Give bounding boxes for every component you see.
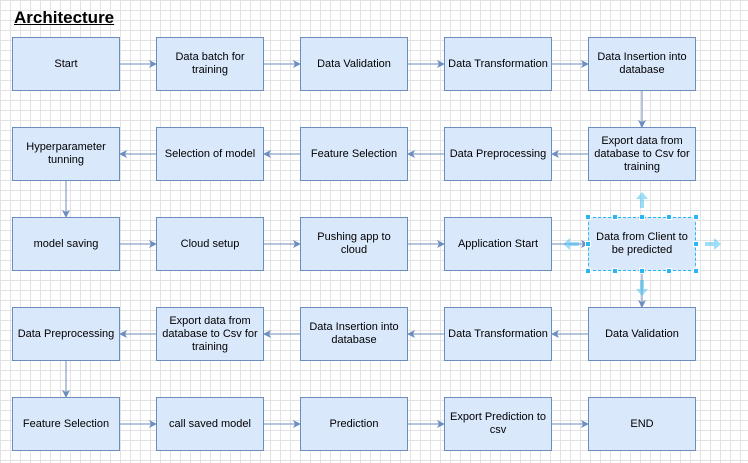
node-label: Data Transformation — [448, 57, 548, 70]
node-label: Export data from database to Csv for tra… — [162, 314, 258, 353]
node-data-validation-1[interactable]: Data Validation — [300, 37, 408, 91]
resize-handle[interactable] — [585, 214, 591, 220]
node-label: Data Transformation — [448, 327, 548, 340]
resize-handle[interactable] — [585, 241, 591, 247]
node-label: Start — [54, 57, 78, 70]
node-data-transformation-1[interactable]: Data Transformation — [444, 37, 552, 91]
resize-handle[interactable] — [639, 214, 645, 220]
resize-handle[interactable] — [612, 214, 618, 220]
hover-arrow-up-icon[interactable] — [633, 191, 651, 209]
resize-handle[interactable] — [585, 268, 591, 274]
node-model-saving[interactable]: model saving — [12, 217, 120, 271]
node-label: Selection of model — [164, 147, 256, 160]
node-export-data-2[interactable]: Export data from database to Csv for tra… — [156, 307, 264, 361]
node-cloud-setup[interactable]: Cloud setup — [156, 217, 264, 271]
node-model-selection[interactable]: Selection of model — [156, 127, 264, 181]
resize-handle[interactable] — [693, 241, 699, 247]
node-label: Data Preprocessing — [449, 147, 547, 160]
node-label: Export data from database to Csv for tra… — [594, 134, 690, 173]
resize-handle[interactable] — [666, 214, 672, 220]
node-application-start[interactable]: Application Start — [444, 217, 552, 271]
node-label: Export Prediction to csv — [450, 411, 546, 436]
resize-handle[interactable] — [693, 214, 699, 220]
hover-arrow-down-icon[interactable] — [633, 279, 651, 297]
node-label: Feature Selection — [22, 417, 110, 430]
node-label: Data from Client to be predicted — [596, 231, 688, 256]
node-label: Data Insertion into database — [309, 321, 399, 346]
node-label: Data Insertion into database — [597, 51, 687, 76]
node-data-validation-2[interactable]: Data Validation — [588, 307, 696, 361]
node-label: Pushing app to cloud — [317, 231, 391, 256]
node-data-batch[interactable]: Data batch for training — [156, 37, 264, 91]
hover-arrow-right-icon[interactable] — [704, 235, 722, 253]
node-data-insertion-1[interactable]: Data Insertion into database — [588, 37, 696, 91]
node-label: Cloud setup — [180, 237, 240, 250]
node-data-preprocessing-2[interactable]: Data Preprocessing — [12, 307, 120, 361]
resize-handle[interactable] — [612, 268, 618, 274]
node-call-saved-model[interactable]: call saved model — [156, 397, 264, 451]
resize-handle[interactable] — [666, 268, 672, 274]
node-label: Data Preprocessing — [17, 327, 115, 340]
node-start[interactable]: Start — [12, 37, 120, 91]
node-feature-selection-1[interactable]: Feature Selection — [300, 127, 408, 181]
diagram-title: Architecture — [14, 8, 115, 27]
node-prediction[interactable]: Prediction — [300, 397, 408, 451]
node-hyperparameter[interactable]: Hyperparameter tunning — [12, 127, 120, 181]
resize-handle[interactable] — [693, 268, 699, 274]
node-data-preprocessing-1[interactable]: Data Preprocessing — [444, 127, 552, 181]
node-label: Hyperparameter tunning — [26, 141, 106, 166]
node-export-data-1[interactable]: Export data from database to Csv for tra… — [588, 127, 696, 181]
node-end[interactable]: END — [588, 397, 696, 451]
node-label: Data Validation — [317, 57, 391, 70]
node-feature-selection-2[interactable]: Feature Selection — [12, 397, 120, 451]
node-export-prediction[interactable]: Export Prediction to csv — [444, 397, 552, 451]
node-label: call saved model — [169, 417, 251, 430]
node-label: Application Start — [457, 237, 539, 250]
hover-arrow-left-icon[interactable] — [562, 235, 580, 253]
node-label: END — [630, 417, 654, 430]
node-label: Prediction — [329, 417, 379, 430]
node-client-data[interactable]: Data from Client to be predicted — [588, 217, 696, 271]
resize-handle[interactable] — [639, 268, 645, 274]
node-label: model saving — [33, 237, 99, 250]
node-pushing-app[interactable]: Pushing app to cloud — [300, 217, 408, 271]
node-data-insertion-2[interactable]: Data Insertion into database — [300, 307, 408, 361]
node-label: Feature Selection — [310, 147, 398, 160]
node-label: Data batch for training — [175, 51, 245, 76]
node-label: Data Validation — [605, 327, 679, 340]
node-data-transformation-2[interactable]: Data Transformation — [444, 307, 552, 361]
